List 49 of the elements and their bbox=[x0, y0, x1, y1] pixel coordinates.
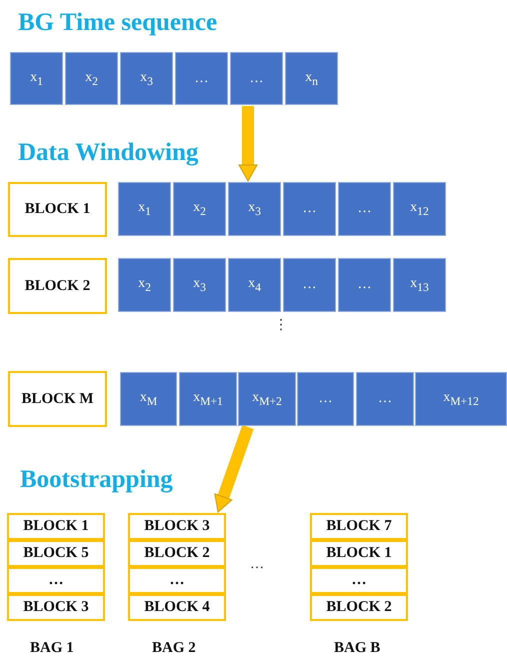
bag-block-cell: BLOCK 2 bbox=[128, 540, 226, 567]
sequence-cell: x$_{M+2}$ bbox=[238, 372, 296, 426]
sequence-cell: … bbox=[283, 182, 336, 236]
sequence-cell: … bbox=[338, 258, 391, 312]
sequence-cell: x$_{2}$ bbox=[173, 182, 226, 236]
sequence-cell: … bbox=[356, 372, 414, 426]
sequence-cell: x$_{M+12}$ bbox=[415, 372, 507, 426]
sequence-cell: … bbox=[283, 258, 336, 312]
bag-block-cell: BLOCK 3 bbox=[128, 513, 226, 540]
sequence-cell: x$_{4}$ bbox=[228, 258, 281, 312]
sequence-cell: x$_{3}$ bbox=[228, 182, 281, 236]
bag-block-cell: BLOCK 1 bbox=[7, 513, 105, 540]
block-label-box: BLOCK 2 bbox=[8, 258, 107, 314]
vertical-ellipsis: ⋮ bbox=[274, 318, 288, 332]
block-label-box: BLOCK M bbox=[8, 371, 107, 427]
sequence-cell: x$_{13}$ bbox=[393, 258, 446, 312]
sequence-cell: x$_{3}$ bbox=[120, 52, 173, 105]
section-heading: Data Windowing bbox=[18, 140, 198, 165]
ellipsis: … bbox=[250, 558, 264, 572]
bag-block-cell: BLOCK 5 bbox=[7, 540, 105, 567]
sequence-cell: … bbox=[230, 52, 283, 105]
bag-label: BAG 2 bbox=[152, 641, 196, 656]
sequence-cell: x$_{3}$ bbox=[173, 258, 226, 312]
sequence-cell: x$_{1}$ bbox=[10, 52, 63, 105]
section-heading: BG Time sequence bbox=[18, 10, 218, 35]
sequence-cell: x$_{12}$ bbox=[393, 182, 446, 236]
bag-label: BAG B bbox=[334, 641, 380, 656]
bag-block-cell: BLOCK 2 bbox=[310, 594, 408, 621]
bag-block-cell: … bbox=[128, 567, 226, 594]
bag-block-cell: BLOCK 3 bbox=[7, 594, 105, 621]
bag-block-cell: … bbox=[310, 567, 408, 594]
sequence-cell: x$_{2}$ bbox=[118, 258, 171, 312]
bag-block-cell: BLOCK 1 bbox=[310, 540, 408, 567]
bag-block-cell: … bbox=[7, 567, 105, 594]
sequence-cell: x$_{M}$ bbox=[120, 372, 177, 426]
bag-block-cell: BLOCK 4 bbox=[128, 594, 226, 621]
sequence-cell: x$_{2}$ bbox=[65, 52, 118, 105]
sequence-cell: … bbox=[338, 182, 391, 236]
block-arrow bbox=[214, 425, 254, 512]
sequence-cell: x$_{1}$ bbox=[118, 182, 171, 236]
sequence-cell: x$_{M+1}$ bbox=[179, 372, 237, 426]
block-arrow bbox=[238, 106, 258, 182]
sequence-cell: x$_{n}$ bbox=[285, 52, 338, 105]
bag-label: BAG 1 bbox=[30, 641, 74, 656]
block-label-box: BLOCK 1 bbox=[8, 182, 107, 237]
sequence-cell: … bbox=[297, 372, 354, 426]
bag-block-cell: BLOCK 7 bbox=[310, 513, 408, 540]
section-heading: Bootstrapping bbox=[20, 467, 173, 492]
sequence-cell: … bbox=[175, 52, 228, 105]
